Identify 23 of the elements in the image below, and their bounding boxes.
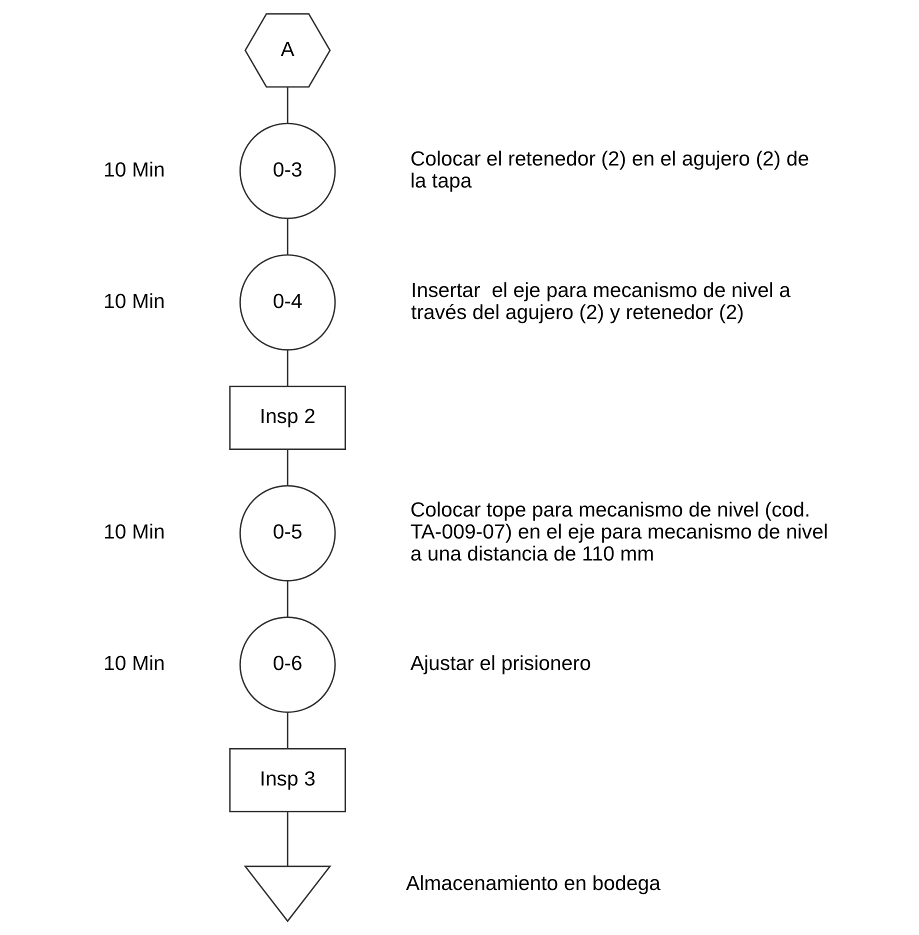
node-label: Almacenamiento en bodega	[405, 872, 660, 896]
node-label: Insertar el eje para mecanismo de nivel a través del agujero (2) y retenedor (2)	[410, 278, 790, 324]
node-label: Colocar tope para mecanismo de nivel (cod. TA-009-07) en el eje para mecanismo de nivel a una distancia de 110 mm	[410, 498, 828, 566]
node-label: Ajustar el prisionero	[410, 652, 590, 676]
node-box: Insp 2	[228, 386, 346, 450]
node-circle: 0-4	[238, 254, 336, 351]
connector	[286, 812, 288, 866]
node-circle: 0-6	[238, 616, 336, 713]
connector	[286, 712, 288, 748]
connector	[286, 449, 288, 486]
connector	[286, 218, 288, 255]
node-label: 10 Min	[103, 652, 164, 676]
node-box: Insp 3	[228, 748, 346, 812]
connector	[286, 87, 288, 124]
node-circle: 0-3	[238, 122, 336, 220]
node-label: 10 Min	[103, 520, 164, 544]
connector	[286, 581, 288, 617]
node-triangle	[243, 866, 331, 922]
node-label: Colocar el retenedor (2) en el agujero (2) de la tapa	[410, 147, 809, 192]
connector	[286, 350, 288, 386]
node-circle: 0-5	[238, 485, 336, 582]
node-label: 10 Min	[103, 290, 164, 313]
node-label: 10 Min	[103, 158, 164, 182]
